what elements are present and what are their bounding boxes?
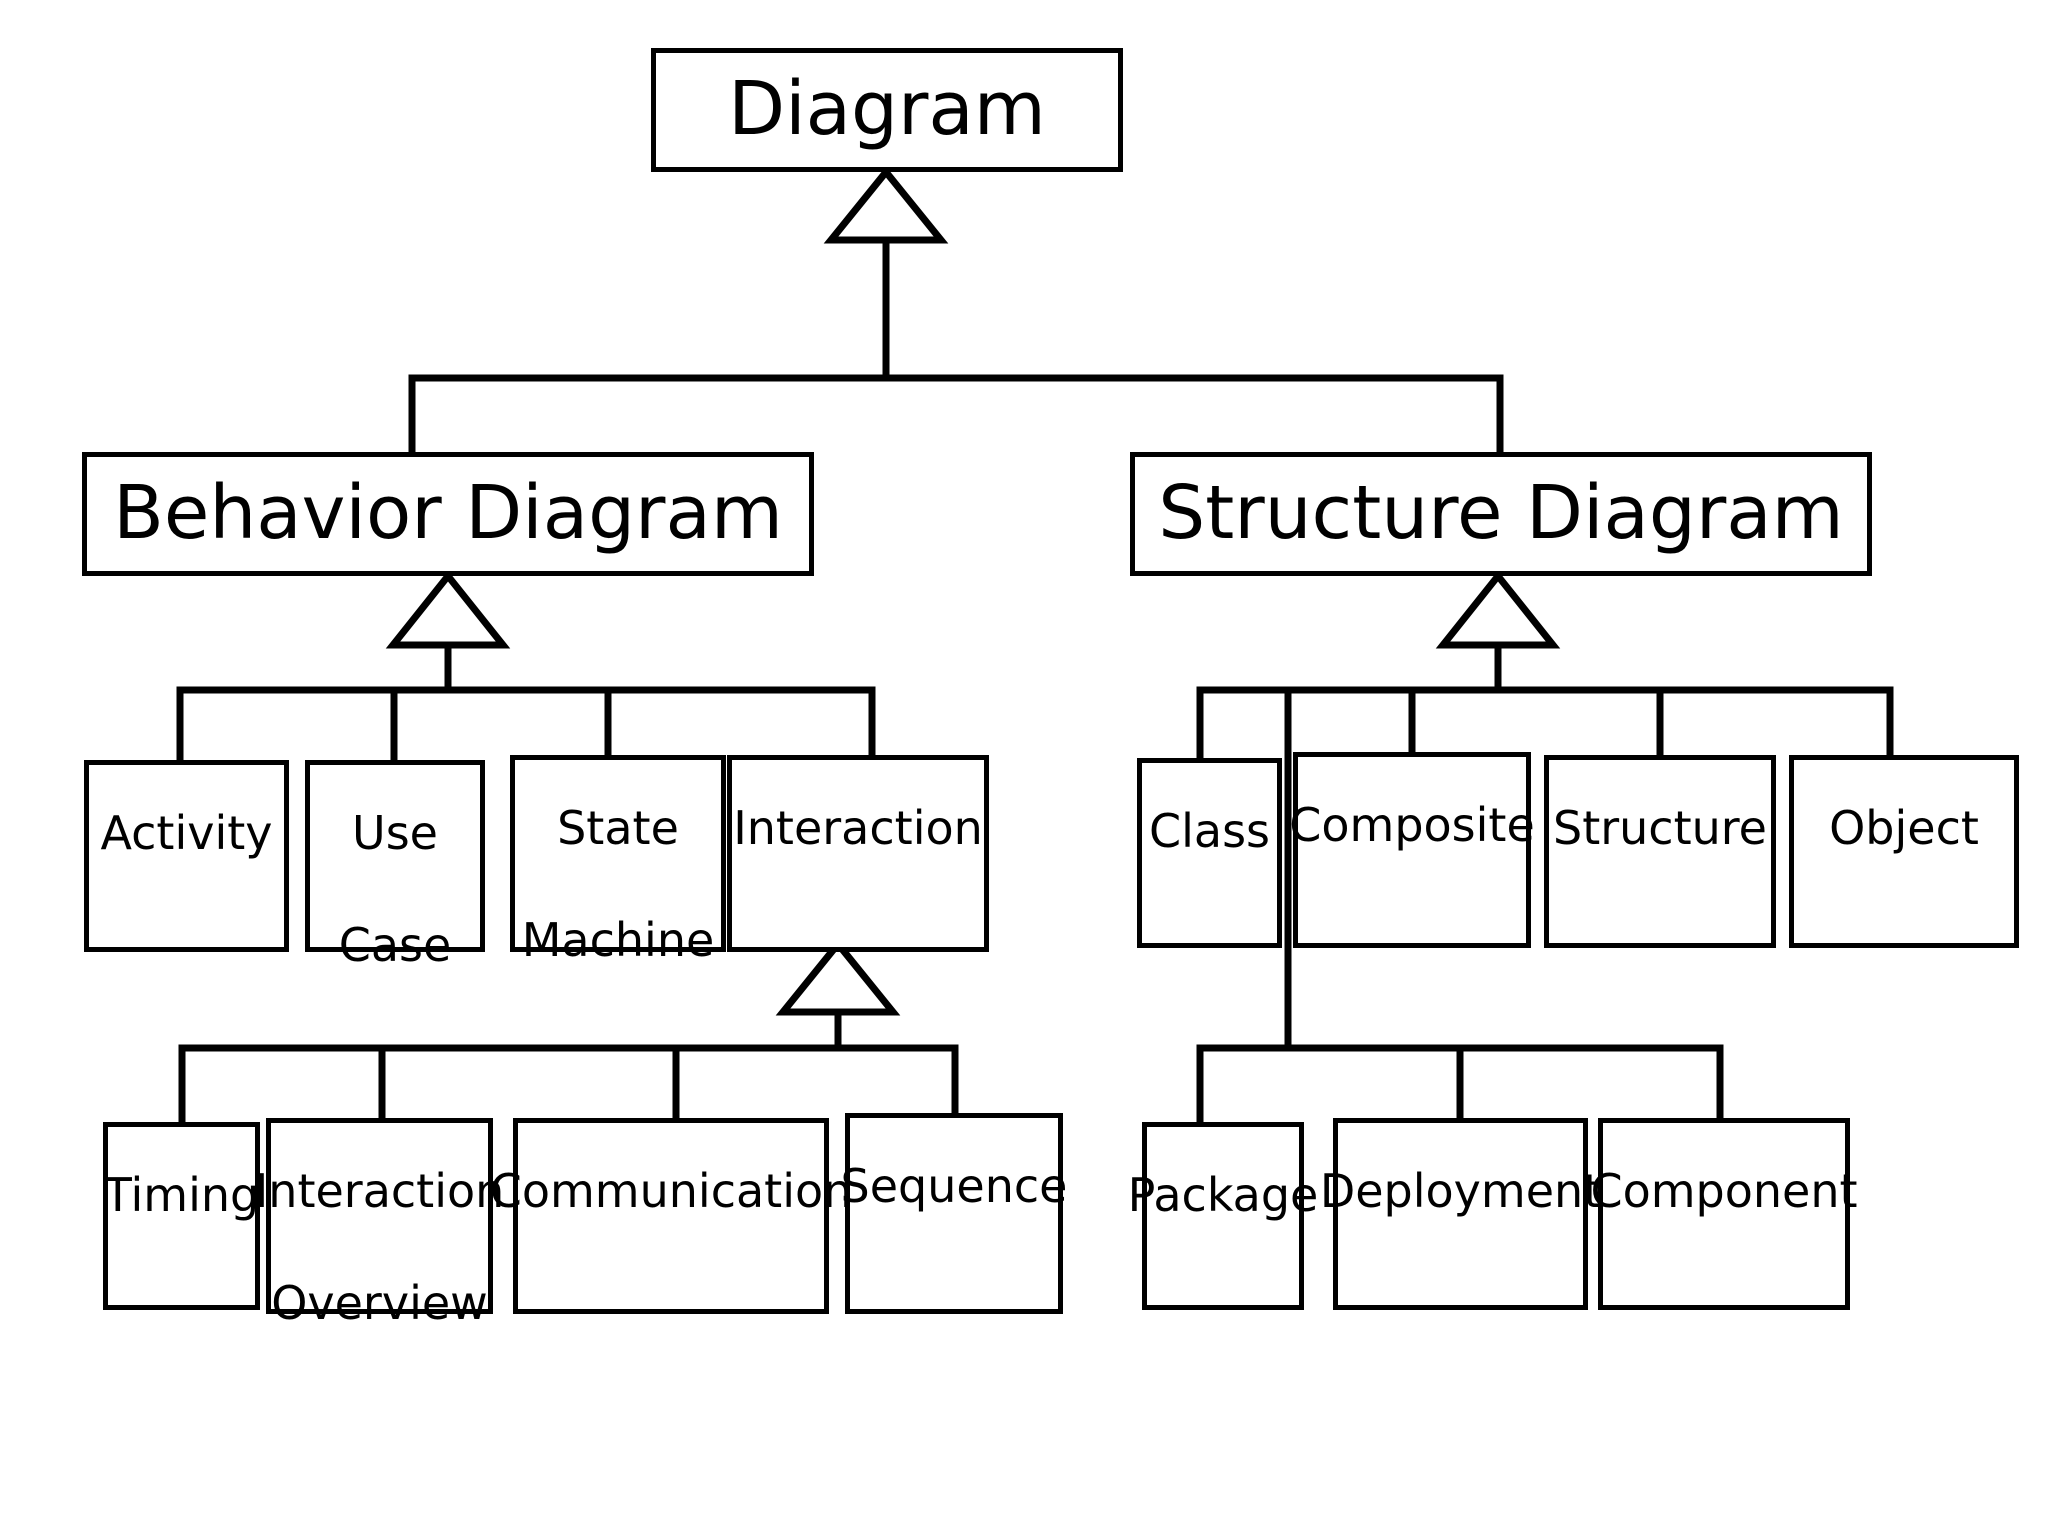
node-activity[interactable]: Activity [84,760,289,952]
node-communication[interactable]: Communication [490,1118,852,1314]
node-diagram[interactable]: Diagram [651,48,1123,172]
generalization-triangle-behavior [385,570,511,649]
generalization-triangle-root [823,166,949,244]
node-interaction-label: Interaction [733,801,983,855]
node-sequence-label: Sequence [840,1159,1068,1213]
node-behavior-diagram-label: Behavior Diagram [113,470,783,557]
node-interaction-overview[interactable]: Interaction Overview [255,1118,504,1330]
node-structure-leaf-label: Structure [1553,801,1767,855]
node-use-case-label-line2: Case [338,918,452,973]
node-deployment-label: Deployment [1319,1164,1602,1218]
node-structure-leaf[interactable]: Structure [1544,755,1776,948]
node-use-case-label-line1: Use [352,806,438,860]
node-structure-diagram-label: Structure Diagram [1158,470,1844,557]
node-behavior-diagram[interactable]: Behavior Diagram [82,452,814,576]
node-sequence[interactable]: Sequence [841,1113,1067,1314]
node-timing-label: Timing [103,1168,260,1222]
node-timing[interactable]: Timing [103,1122,260,1310]
node-activity-label: Activity [100,806,273,860]
node-interaction-overview-label-line1: Interaction [254,1164,505,1218]
generalization-triangle-structure [1435,570,1561,649]
node-composite-label: Composite [1289,798,1535,852]
node-diagram-label: Diagram [728,66,1046,153]
node-object-label: Object [1829,801,1979,855]
node-communication-label: Communication [489,1164,853,1218]
node-composite[interactable]: Composite [1289,752,1535,948]
node-state-machine-label-line2: Machine [521,913,715,968]
node-component[interactable]: Component [1590,1118,1858,1310]
node-class[interactable]: Class [1137,758,1282,948]
node-class-label: Class [1148,804,1271,858]
node-package-label: Package [1127,1168,1319,1222]
node-state-machine-label-line1: State [557,801,679,855]
node-component-label: Component [1590,1164,1858,1218]
node-deployment[interactable]: Deployment [1320,1118,1601,1310]
node-state-machine[interactable]: State Machine [510,755,726,967]
node-interaction[interactable]: Interaction [727,755,989,952]
node-structure-diagram[interactable]: Structure Diagram [1130,452,1872,576]
node-package[interactable]: Package [1128,1122,1318,1310]
node-interaction-overview-label-line2: Overview [271,1276,488,1331]
node-use-case[interactable]: Use Case [305,760,485,972]
node-object[interactable]: Object [1789,755,2019,948]
generalization-triangle-interaction [775,938,901,1016]
